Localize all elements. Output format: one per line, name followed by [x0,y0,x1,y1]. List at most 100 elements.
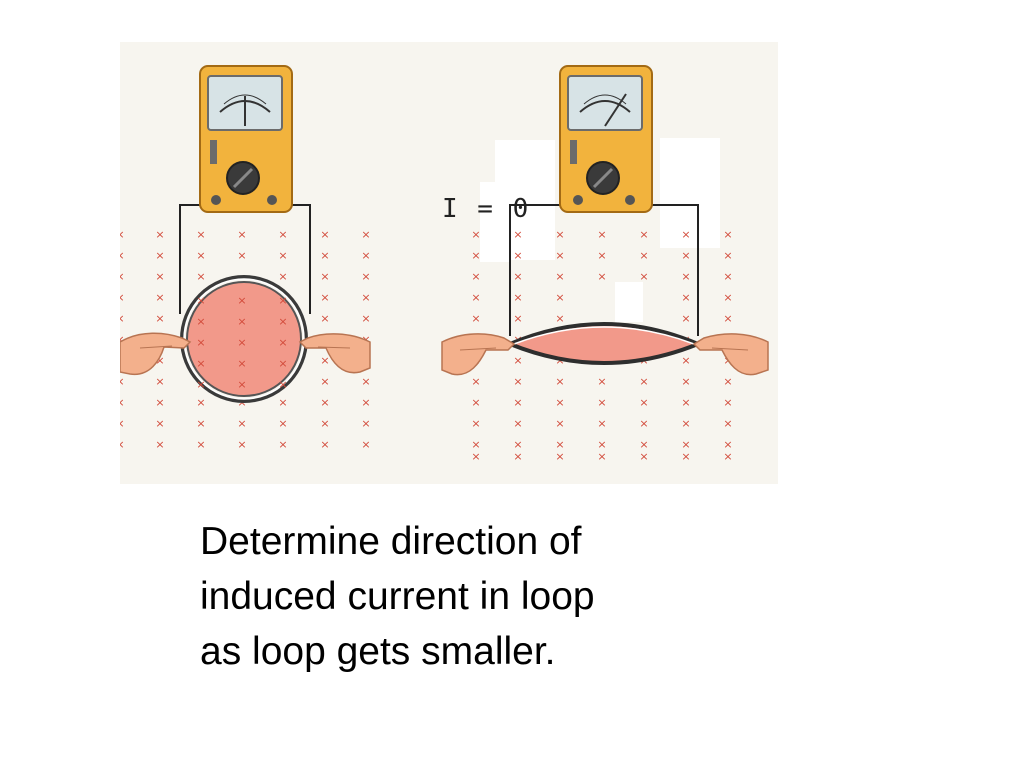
field-mark: × [681,228,690,241]
field-mark: × [597,396,606,409]
field-mark: × [361,228,370,241]
field-mark: × [320,375,329,388]
field-mark: × [513,438,522,451]
field-mark: × [320,354,329,367]
field-mark: × [120,291,125,304]
field-mark: × [196,396,205,409]
field-mark: × [278,294,287,307]
magnetic-field-right: × × × × × × × × × × × × × × × × × × × × × × × × × × × × × × × × × × × × × × × ×… [471,228,732,463]
field-mark: × [723,417,732,430]
field-mark: × [237,417,246,430]
terminal [267,195,277,205]
field-mark: × [471,228,480,241]
field-mark: × [320,270,329,283]
field-mark: × [237,378,246,391]
field-mark: × [555,396,564,409]
field-mark: × [237,315,246,328]
wire-loop-squeezed [504,322,704,365]
field-mark: × [555,312,564,325]
field-mark: × [681,291,690,304]
field-mark: × [196,294,205,307]
field-mark: × [278,270,287,283]
field-mark: × [471,249,480,262]
terminal [625,195,635,205]
field-mark: × [196,270,205,283]
field-mark: × [555,291,564,304]
field-mark: × [723,396,732,409]
field-mark: × [639,396,648,409]
field-mark: × [513,312,522,325]
field-mark: × [278,228,287,241]
field-mark: × [513,228,522,241]
field-mark: × [155,354,164,367]
field-mark: × [320,291,329,304]
field-mark: × [361,396,370,409]
field-mark: × [555,438,564,451]
field-mark: × [471,312,480,325]
field-mark: × [120,249,125,262]
field-mark: × [723,228,732,241]
field-mark: × [471,438,480,451]
field-mark: × [120,312,125,325]
caption-line: Determine direction of [200,520,582,563]
field-mark: × [681,249,690,262]
background-patch [615,282,643,322]
field-mark: × [155,291,164,304]
field-mark: × [237,249,246,262]
field-mark: × [278,438,287,451]
field-mark: × [681,438,690,451]
field-mark: × [471,291,480,304]
field-mark: × [555,450,564,463]
field-mark: × [555,375,564,388]
caption-line: induced current in loop [200,575,595,618]
field-mark: × [471,417,480,430]
meter-slot [210,140,217,164]
field-mark: × [513,291,522,304]
field-mark: × [555,249,564,262]
field-mark: × [723,438,732,451]
field-mark: × [513,417,522,430]
field-mark: × [723,375,732,388]
field-mark: × [639,270,648,283]
field-mark: × [155,417,164,430]
field-mark: × [639,450,648,463]
field-mark: × [320,312,329,325]
terminal [573,195,583,205]
field-mark: × [278,396,287,409]
left-hand [120,332,192,375]
field-mark: × [120,270,125,283]
field-mark: × [155,270,164,283]
field-mark: × [361,417,370,430]
left-wire [509,204,578,336]
field-mark: × [471,396,480,409]
field-mark: × [361,291,370,304]
field-mark: × [513,450,522,463]
field-mark: × [513,249,522,262]
field-mark: × [155,312,164,325]
field-mark: × [639,417,648,430]
field-mark: × [196,249,205,262]
meter-slot [570,140,577,164]
field-mark: × [278,378,287,391]
field-mark: × [120,396,125,409]
field-mark: × [320,396,329,409]
galvanometer-left [199,65,293,213]
current-label: I = 0 [442,194,531,224]
field-mark: × [196,315,205,328]
field-mark: × [361,312,370,325]
field-mark: × [597,438,606,451]
caption: Determine direction of induced current i… [200,514,700,679]
field-mark: × [471,450,480,463]
field-mark: × [237,228,246,241]
field-mark: × [723,249,732,262]
field-mark: × [555,417,564,430]
field-mark: × [639,375,648,388]
field-mark: × [237,357,246,370]
induction-figure: × × × × × × × × × × × × × × × × × × × × × × × × × × × × × × × × × × × × × × × ×… [120,42,778,484]
field-mark: × [196,357,205,370]
field-mark: × [597,228,606,241]
field-mark: × [155,375,164,388]
field-mark: × [639,228,648,241]
field-mark: × [555,270,564,283]
field-inside-loop: ××××××××××××××× [196,294,287,391]
